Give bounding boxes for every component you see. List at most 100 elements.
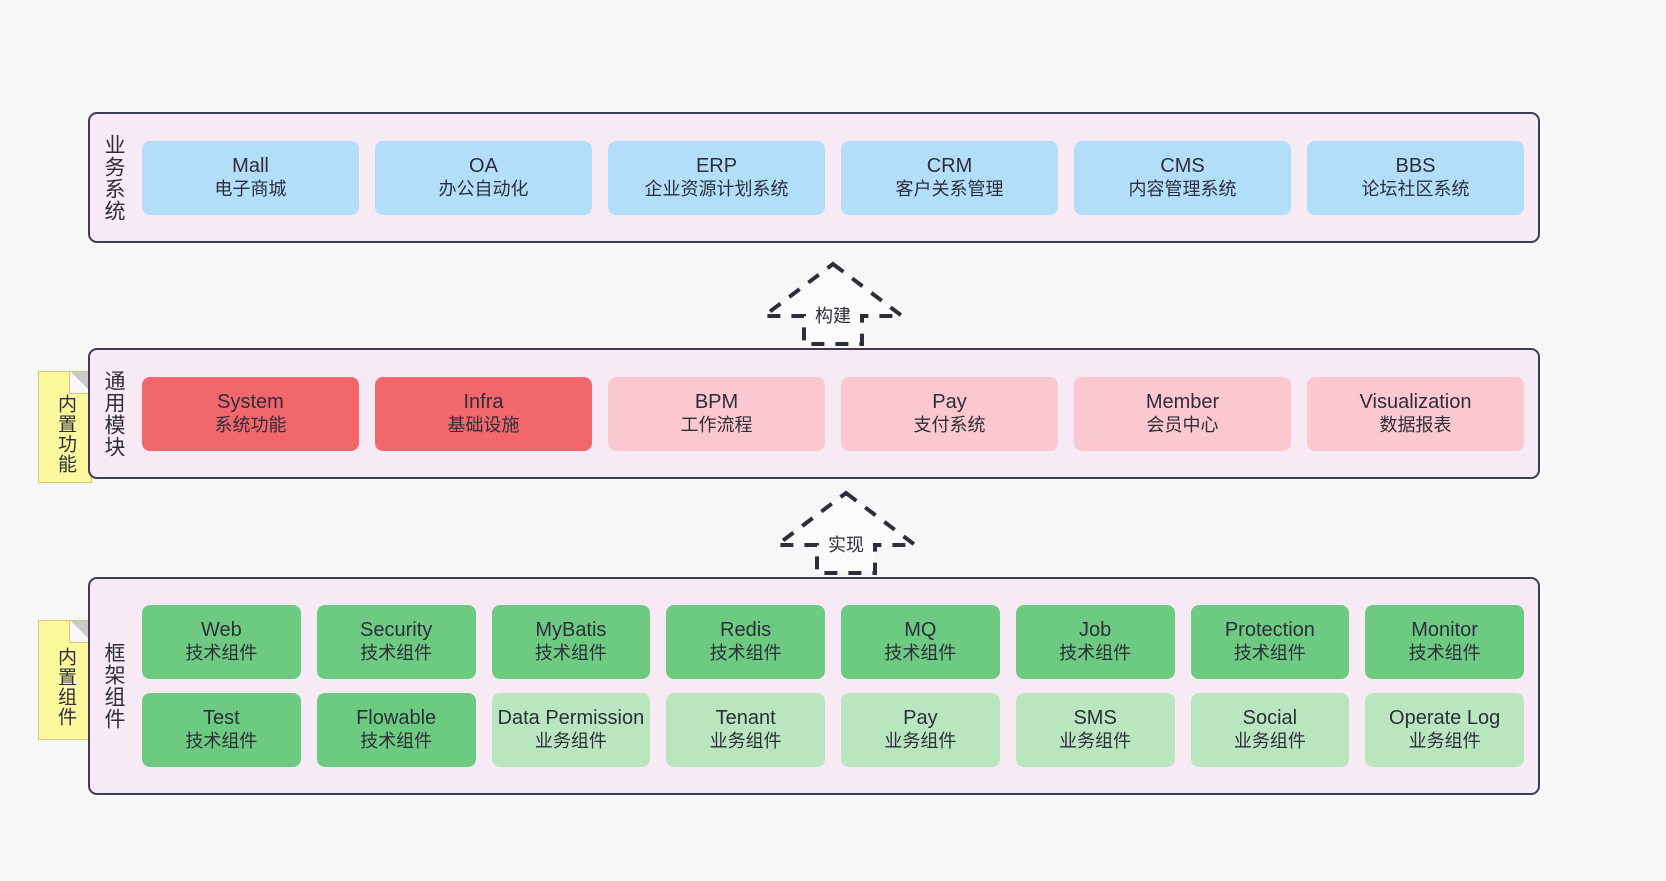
card-name: MyBatis	[535, 619, 607, 642]
card-name: Tenant	[715, 707, 776, 730]
card-test[interactable]: Test 技术组件	[142, 693, 301, 767]
card-oa[interactable]: OA 办公自动化	[375, 140, 592, 215]
card-name: Data Permission	[497, 707, 645, 730]
note-builtin-features: 内置功能	[38, 371, 92, 483]
card-name: Test	[203, 707, 240, 730]
card-name: Flowable	[356, 707, 437, 730]
card-sms[interactable]: SMS 业务组件	[1015, 693, 1175, 767]
card-name: Job	[1079, 619, 1112, 642]
card-bpm[interactable]: BPM 工作流程	[608, 376, 825, 451]
card-desc: 论坛社区系统	[1361, 178, 1470, 199]
card-social[interactable]: Social 业务组件	[1190, 693, 1350, 767]
note-label: 内置功能	[55, 394, 77, 474]
card-row: System 系统功能 Infra 基础设施 BPM 工作流程 Pay 支付系统…	[142, 376, 1524, 451]
card-member[interactable]: Member 会员中心	[1074, 376, 1291, 451]
card-row: Test 技术组件 Flowable 技术组件 Data Permission …	[142, 693, 1524, 767]
card-monitor[interactable]: Monitor 技术组件	[1365, 605, 1524, 679]
card-system[interactable]: System 系统功能	[142, 376, 359, 451]
card-visualization[interactable]: Visualization 数据报表	[1307, 376, 1524, 451]
card-name: Member	[1145, 390, 1220, 413]
layer-body-framework: Web 技术组件 Security 技术组件 MyBatis 技术组件 Redi…	[136, 579, 1538, 793]
layer-business-systems: 业务系统 Mall 电子商城 OA 办公自动化 ERP 企业资源计划系统 CRM…	[88, 112, 1540, 243]
layer-framework-components: 框架组件 Web 技术组件 Security 技术组件 MyBatis 技术组件…	[88, 577, 1540, 795]
layer-title-framework: 框架组件	[101, 642, 125, 730]
card-desc: 支付系统	[913, 414, 986, 435]
card-desc: 会员中心	[1146, 414, 1219, 435]
card-desc: 工作流程	[680, 414, 753, 435]
card-desc: 电子商城	[214, 178, 287, 199]
card-tenant[interactable]: Tenant 业务组件	[666, 693, 825, 767]
card-desc: 业务组件	[884, 731, 957, 751]
card-name: BBS	[1395, 154, 1436, 177]
card-name: Pay	[932, 390, 967, 413]
card-name: Web	[200, 619, 242, 642]
card-desc: 业务组件	[709, 731, 782, 751]
card-desc: 技术组件	[1408, 643, 1481, 663]
card-desc: 技术组件	[884, 643, 957, 663]
card-name: Pay	[903, 707, 938, 730]
layer-body-business: Mall 电子商城 OA 办公自动化 ERP 企业资源计划系统 CRM 客户关系…	[136, 114, 1538, 241]
arrow-implement: 实现	[771, 487, 921, 575]
card-data-permission[interactable]: Data Permission 业务组件	[491, 693, 651, 767]
card-name: Redis	[720, 619, 772, 642]
card-bbs[interactable]: BBS 论坛社区系统	[1307, 140, 1524, 215]
card-infra[interactable]: Infra 基础设施	[375, 376, 592, 451]
card-mybatis[interactable]: MyBatis 技术组件	[491, 605, 651, 679]
card-row: Web 技术组件 Security 技术组件 MyBatis 技术组件 Redi…	[142, 605, 1524, 679]
card-name: ERP	[695, 154, 738, 177]
card-pay-business[interactable]: Pay 业务组件	[841, 693, 1000, 767]
card-desc: 技术组件	[1059, 643, 1132, 663]
card-desc: 业务组件	[1059, 731, 1132, 751]
card-erp[interactable]: ERP 企业资源计划系统	[608, 140, 825, 215]
layer-title-business: 业务系统	[101, 133, 125, 222]
note-label: 内置组件	[55, 647, 77, 727]
card-redis[interactable]: Redis 技术组件	[666, 605, 825, 679]
card-name: Social	[1242, 707, 1298, 730]
card-security[interactable]: Security 技术组件	[316, 605, 476, 679]
card-desc: 业务组件	[1408, 731, 1481, 751]
card-desc: 客户关系管理	[895, 178, 1004, 199]
card-desc: 企业资源计划系统	[644, 178, 789, 199]
card-desc: 技术组件	[360, 643, 433, 663]
card-cms[interactable]: CMS 内容管理系统	[1074, 140, 1291, 215]
card-desc: 技术组件	[185, 643, 258, 663]
card-desc: 技术组件	[185, 731, 258, 751]
card-name: Security	[360, 619, 433, 642]
card-name: Monitor	[1411, 619, 1478, 642]
card-protection[interactable]: Protection 技术组件	[1190, 605, 1350, 679]
card-desc: 数据报表	[1379, 414, 1452, 435]
arrow-implement-label: 实现	[828, 535, 864, 555]
card-mq[interactable]: MQ 技术组件	[841, 605, 1000, 679]
card-desc: 基础设施	[447, 414, 520, 435]
card-desc: 技术组件	[1233, 643, 1306, 663]
layer-title-common: 通用模块	[101, 369, 125, 458]
layer-body-common: System 系统功能 Infra 基础设施 BPM 工作流程 Pay 支付系统…	[136, 350, 1538, 477]
card-name: Infra	[463, 390, 504, 413]
card-mall[interactable]: Mall 电子商城	[142, 140, 359, 215]
card-name: SMS	[1073, 707, 1117, 730]
card-flowable[interactable]: Flowable 技术组件	[316, 693, 476, 767]
note-builtin-components: 内置组件	[38, 620, 92, 740]
card-operate-log[interactable]: Operate Log 业务组件	[1365, 693, 1524, 767]
arrow-build: 构建	[758, 258, 908, 346]
card-web[interactable]: Web 技术组件	[142, 605, 301, 679]
card-name: System	[217, 390, 284, 413]
card-name: OA	[469, 154, 498, 177]
card-job[interactable]: Job 技术组件	[1015, 605, 1175, 679]
card-name: BPM	[694, 390, 739, 413]
card-desc: 系统功能	[214, 414, 287, 435]
card-desc: 内容管理系统	[1128, 178, 1237, 199]
card-desc: 技术组件	[360, 731, 433, 751]
card-pay[interactable]: Pay 支付系统	[841, 376, 1058, 451]
card-desc: 业务组件	[534, 731, 607, 751]
card-row: Mall 电子商城 OA 办公自动化 ERP 企业资源计划系统 CRM 客户关系…	[142, 140, 1524, 215]
card-name: Mall	[232, 154, 269, 177]
card-name: Operate Log	[1389, 707, 1501, 730]
card-desc: 办公自动化	[438, 178, 529, 199]
card-name: Visualization	[1359, 390, 1472, 413]
card-name: MQ	[904, 619, 937, 642]
card-name: CRM	[926, 154, 973, 177]
card-desc: 业务组件	[1233, 731, 1306, 751]
layer-common-modules: 通用模块 System 系统功能 Infra 基础设施 BPM 工作流程 Pay…	[88, 348, 1540, 479]
card-crm[interactable]: CRM 客户关系管理	[841, 140, 1058, 215]
